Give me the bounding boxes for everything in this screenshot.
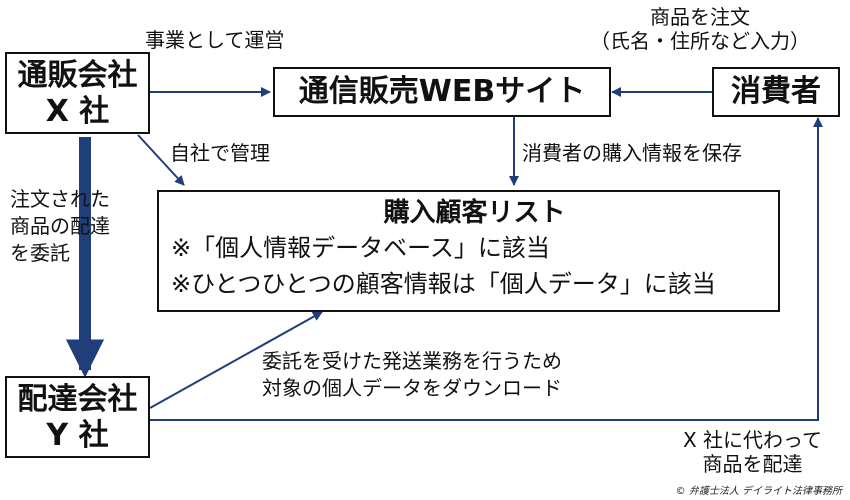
- label-order-line1: 商品を注文: [650, 5, 750, 29]
- y-company-node: 配達会社 Y 社: [5, 376, 150, 458]
- label-deliver: X 社に代わって 商品を配達: [660, 428, 845, 476]
- label-delegate-line2: 商品の配達: [10, 214, 110, 238]
- y-company-line2: Y 社: [46, 418, 109, 453]
- customer-list-note2: ※ひとつひとつの顧客情報は「個人データ」に該当: [171, 270, 716, 298]
- label-download-line2: 対象の個人データをダウンロード: [262, 376, 562, 400]
- label-delegate-line1: 注文された: [10, 187, 110, 211]
- label-deliver-line2: 商品を配達: [702, 452, 803, 476]
- customer-list-title: 購入顧客リスト: [383, 198, 566, 228]
- x-company-line2: X 社: [45, 94, 110, 129]
- customer-list-note1: ※「個人情報データベース」に該当: [171, 234, 550, 262]
- label-order-line2: （氏名・住所など入力）: [590, 29, 810, 53]
- label-deliver-line1: X 社に代わって: [682, 428, 823, 452]
- label-download: 委託を受けた発送業務を行うため 対象の個人データをダウンロード: [262, 348, 562, 402]
- label-operate: 事業として運営: [145, 28, 285, 52]
- consumer-label: 消費者: [731, 74, 821, 109]
- web-site-node: 通信販売WEBサイト: [273, 67, 611, 117]
- consumer-node: 消費者: [712, 67, 840, 117]
- x-company-line1: 通販会社: [17, 58, 138, 93]
- label-delegate: 注文された 商品の配達 を委託: [10, 186, 110, 267]
- y-company-line1: 配達会社: [17, 382, 138, 417]
- label-download-line1: 委託を受けた発送業務を行うため: [262, 349, 562, 373]
- label-self-manage: 自社で管理: [170, 141, 270, 165]
- footer-copyright: © 弁護士法人 デイライト法律事務所: [675, 486, 842, 497]
- label-save-info: 消費者の購入情報を保存: [522, 141, 742, 165]
- arrow-x-to-list: [137, 134, 185, 186]
- arrow-y-to-consumer: [150, 117, 823, 421]
- label-order: 商品を注文 （氏名・住所など入力）: [565, 5, 835, 53]
- label-delegate-line3: を委託: [10, 241, 70, 265]
- arrow-y-to-list: [149, 311, 323, 409]
- web-site-label: 通信販売WEBサイト: [298, 74, 586, 109]
- customer-list-node: 購入顧客リスト ※「個人情報データベース」に該当 ※ひとつひとつの顧客情報は「個…: [157, 190, 780, 312]
- x-company-node: 通販会社 X 社: [5, 52, 150, 134]
